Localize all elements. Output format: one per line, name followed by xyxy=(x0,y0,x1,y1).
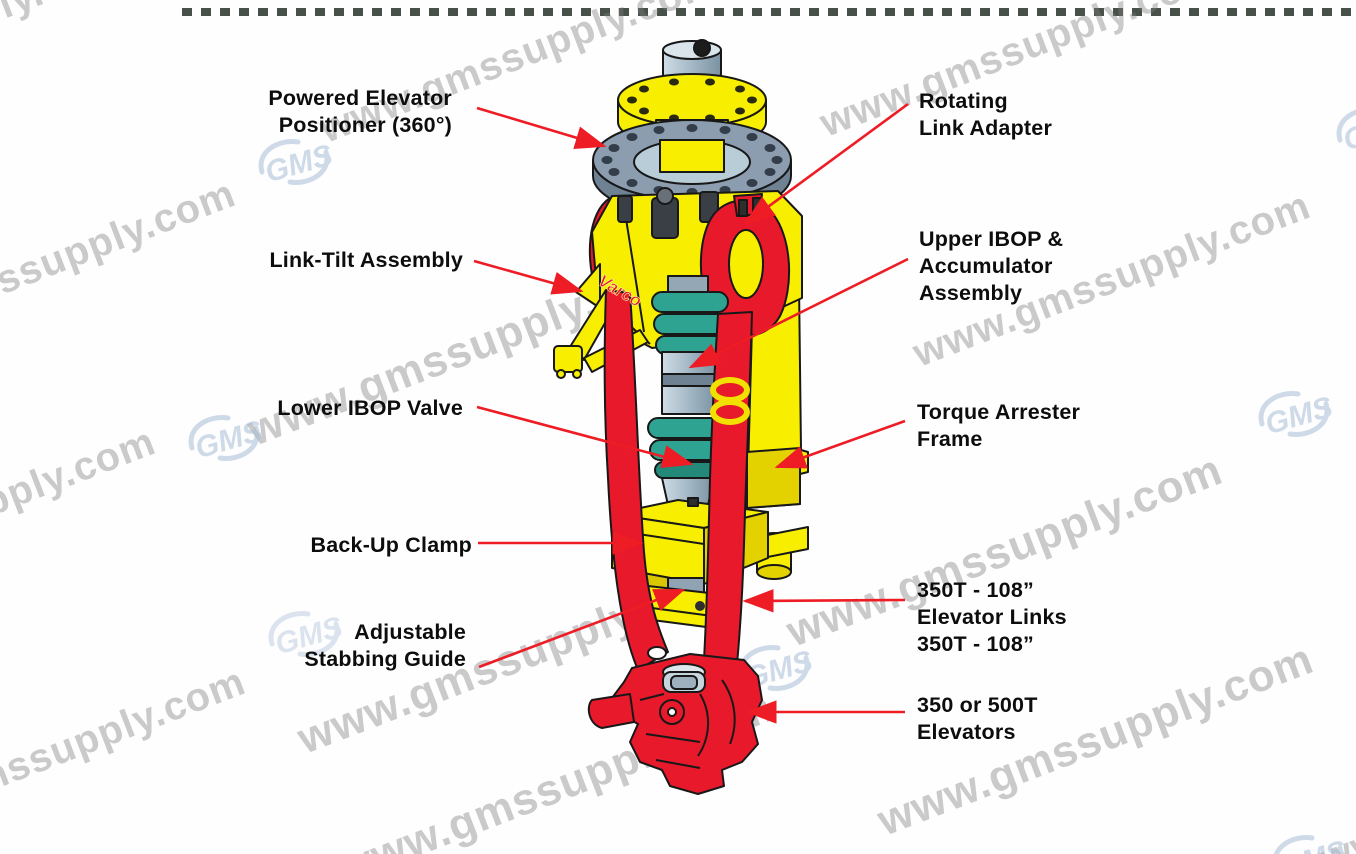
label-upper-ibop-accumulator-assembly: Upper IBOP & Accumulator Assembly xyxy=(919,226,1063,307)
left-elevator-link xyxy=(603,289,669,671)
leader-torque-arrester-frame xyxy=(774,419,906,469)
label-lower-ibop-valve: Lower IBOP Valve xyxy=(277,395,463,422)
label-line: Elevators xyxy=(917,720,1016,744)
label-line: 350T - 108” xyxy=(917,578,1034,602)
label-line: Torque Arrester xyxy=(917,400,1081,424)
leader-elevator-links xyxy=(742,589,906,613)
label-rotating-link-adapter: Rotating Link Adapter xyxy=(919,88,1052,142)
label-line: Lower IBOP Valve xyxy=(277,396,463,420)
upper-ibop-accumulator-stack xyxy=(651,275,729,355)
label-line: Stabbing Guide xyxy=(304,647,466,671)
label-adjustable-stabbing-guide: Adjustable Stabbing Guide xyxy=(304,619,466,673)
label-line: Powered Elevator xyxy=(268,86,452,110)
gms-logo: GMS xyxy=(188,415,266,465)
label-line: Frame xyxy=(917,427,983,451)
drive-stem xyxy=(661,351,717,415)
label-line: Accumulator xyxy=(919,254,1053,278)
gms-logo: GMS xyxy=(1258,391,1336,441)
label-line: Positioner (360°) xyxy=(278,113,452,137)
gms-logo: GMS xyxy=(1273,835,1350,854)
label-line: Back-Up Clamp xyxy=(310,533,472,557)
label-line: 350T - 108” xyxy=(917,632,1034,656)
label-line: 350 or 500T xyxy=(917,693,1038,717)
leader-adjustable-stabbing-guide xyxy=(478,588,686,669)
leader-link-tilt-assembly xyxy=(473,259,584,295)
top-edge-artifact xyxy=(182,8,1356,16)
label-powered-elevator-positioner: Powered Elevator Positioner (360°) xyxy=(268,85,452,139)
label-line: Link Adapter xyxy=(919,116,1053,140)
gms-logo: GMS xyxy=(268,611,346,661)
label-line: Rotating xyxy=(919,89,1008,113)
label-elevator-links: 350T - 108” Elevator Links 350T - 108” xyxy=(917,577,1067,658)
leader-rotating-link-adapter xyxy=(743,102,909,225)
label-torque-arrester-frame: Torque Arrester Frame xyxy=(917,399,1080,453)
label-line: Assembly xyxy=(919,281,1023,305)
label-elevators: 350 or 500T Elevators xyxy=(917,692,1038,746)
label-link-tilt-assembly: Link-Tilt Assembly xyxy=(269,247,463,274)
gms-logo: GMS xyxy=(258,139,336,189)
label-line: Link-Tilt Assembly xyxy=(269,248,463,272)
leader-upper-ibop-accumulator xyxy=(688,257,909,369)
label-line: Elevator Links xyxy=(917,605,1067,629)
gms-logo: GMS xyxy=(1336,107,1356,157)
leader-powered-elevator-positioner xyxy=(476,106,607,150)
leader-lower-ibop-valve xyxy=(476,405,694,468)
elevator-body xyxy=(587,653,763,795)
label-line: Upper IBOP & xyxy=(919,227,1064,251)
label-back-up-clamp: Back-Up Clamp xyxy=(311,532,473,559)
label-line: Adjustable xyxy=(354,620,466,644)
